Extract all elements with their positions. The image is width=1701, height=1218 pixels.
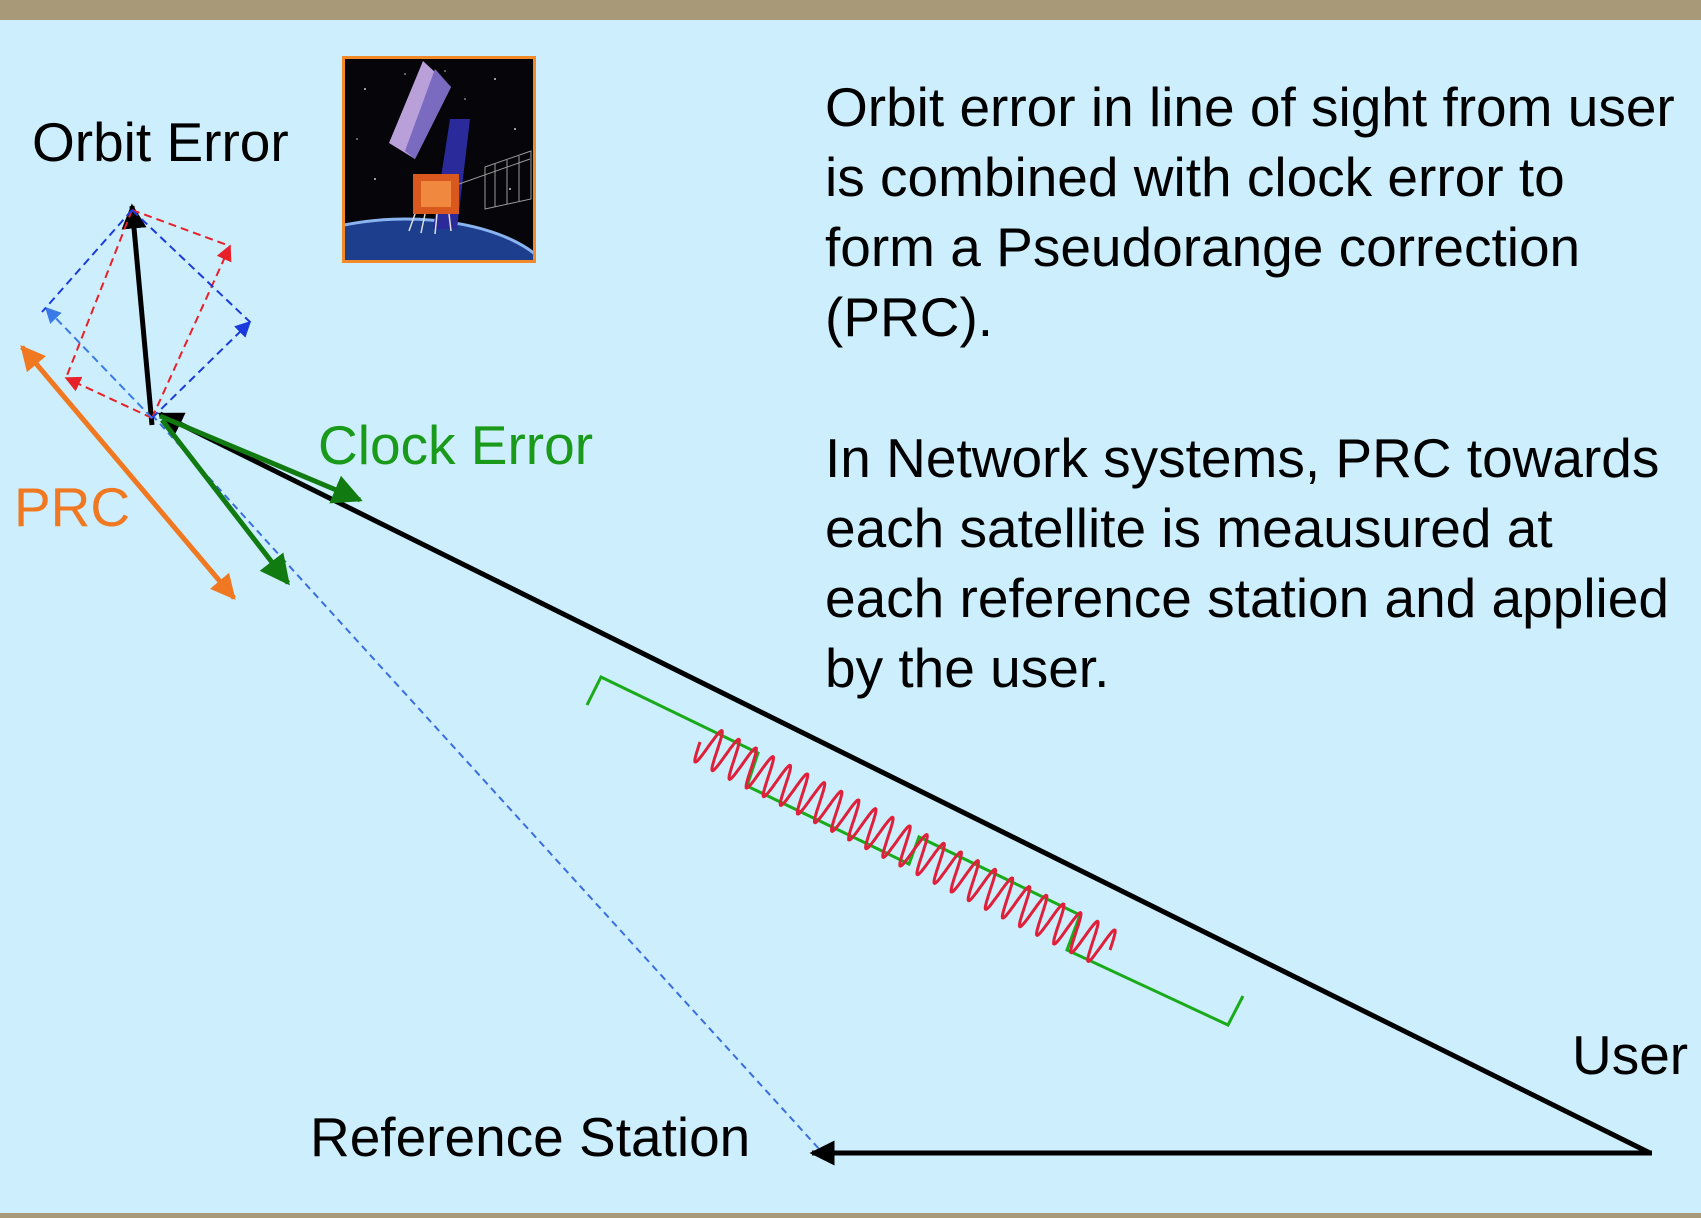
signal-wave (693, 728, 1117, 964)
satellite-icon (345, 59, 533, 260)
description-text-2: In Network systems, PRC towards each sat… (825, 423, 1685, 703)
reference-line-of-sight (151, 414, 821, 1151)
orbit-error-arrow (121, 203, 155, 426)
prc-arrow (20, 345, 236, 600)
top-border (0, 0, 1701, 20)
satellite-image (342, 56, 536, 263)
user-label: User (1572, 1024, 1689, 1086)
description-paragraph-1: Orbit error in line of sight from user i… (825, 76, 1675, 348)
user-line-of-sight (157, 411, 1652, 1156)
reference-station-label: Reference Station (310, 1106, 751, 1168)
description-paragraph-2: In Network systems, PRC towards each sat… (825, 427, 1669, 699)
bottom-border (0, 1213, 1701, 1218)
orbit-error-label: Orbit Error (32, 111, 289, 173)
prc-label: PRC (14, 476, 131, 538)
description-text: Orbit error in line of sight from user i… (825, 72, 1685, 352)
signal-bracket (585, 675, 1245, 1027)
clock-error-label: Clock Error (318, 414, 594, 476)
